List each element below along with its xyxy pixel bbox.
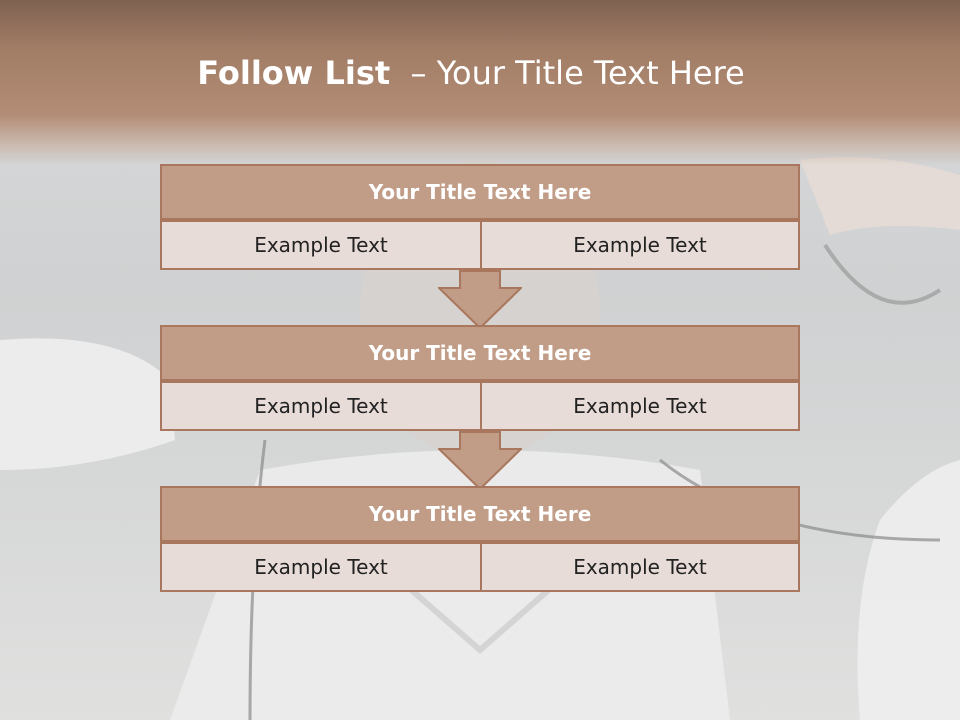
down-arrow-icon [438, 270, 522, 330]
photo-cable-top [823, 243, 942, 305]
box-title: Your Title Text Here [160, 325, 800, 381]
photo-collar-shape [398, 577, 562, 654]
slide-title: Follow List – Your Title Text Here [0, 54, 942, 92]
box-left-cell: Example Text [160, 220, 482, 270]
box-left-cell: Example Text [160, 542, 482, 592]
title-band [0, 0, 960, 165]
box-right-cell: Example Text [480, 542, 800, 592]
box-title: Your Title Text Here [160, 486, 800, 542]
box-right-cell: Example Text [480, 220, 800, 270]
slide-title-bold: Follow List [197, 54, 391, 92]
box-title: Your Title Text Here [160, 164, 800, 220]
photo-right-sleeve [857, 460, 960, 720]
photo-top-right-arm [800, 157, 960, 235]
box-right-cell: Example Text [480, 381, 800, 431]
down-arrow-icon [438, 431, 522, 491]
box-left-cell: Example Text [160, 381, 482, 431]
photo-left-sleeve [0, 338, 175, 470]
slide-title-rest: – Your Title Text Here [390, 54, 745, 92]
